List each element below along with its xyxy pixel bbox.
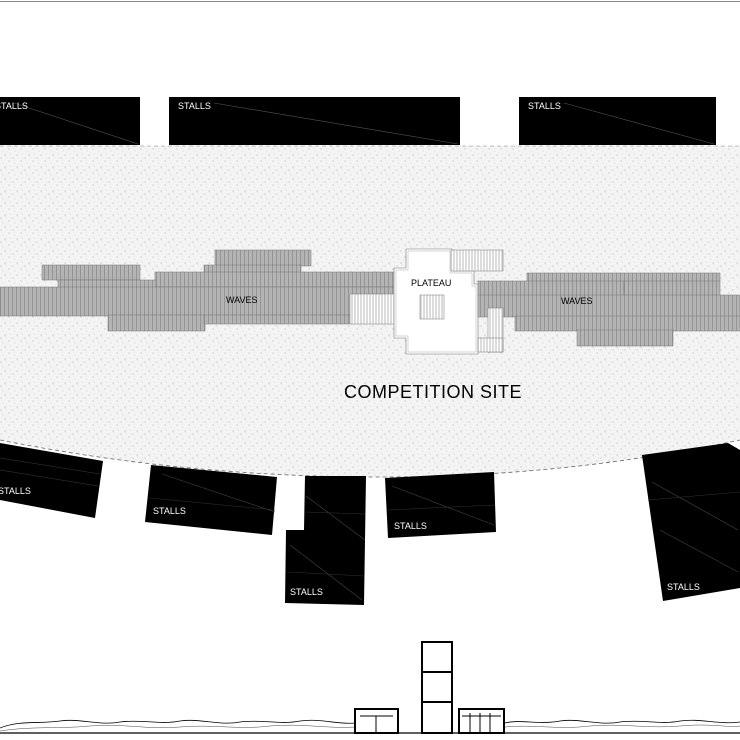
stall-label: STALLS [528, 101, 561, 111]
stall-label: STALLS [290, 587, 323, 597]
stall-block-bottom-far-left: STALLS [0, 443, 103, 518]
waves-label-right: WAVES [561, 296, 593, 306]
plateau-label: PLATEAU [411, 278, 451, 288]
stall-block-bottom-left: STALLS [145, 465, 277, 535]
right-pavilion [458, 708, 505, 734]
stall-label: STALLS [0, 101, 28, 111]
competition-site-label: COMPETITION SITE [344, 382, 522, 402]
waves-right: WAVES [477, 272, 740, 353]
tower-structure [421, 641, 453, 734]
plateau-platform: PLATEAU [393, 248, 504, 355]
waves-label-left: WAVES [226, 295, 258, 305]
stall-label: STALLS [153, 506, 186, 516]
waves-left: WAVES [0, 249, 396, 332]
site-boundary-arc [0, 439, 740, 478]
stall-block-bottom-center: STALLS [285, 476, 366, 605]
stall-block-top-center: STALLS [169, 97, 460, 145]
stall-block-top-left: STALLS [0, 97, 140, 145]
stall-block-top-right: STALLS [519, 97, 716, 145]
ground-profile [0, 719, 740, 729]
stall-block-bottom-right: STALLS [642, 443, 740, 601]
elevation-section [0, 641, 740, 734]
stall-label: STALLS [667, 582, 700, 592]
stall-label: STALLS [178, 101, 211, 111]
stall-label: STALLS [394, 521, 427, 531]
stall-block-bottom-center-right: STALLS [385, 472, 496, 538]
stall-label: STALLS [0, 486, 31, 496]
